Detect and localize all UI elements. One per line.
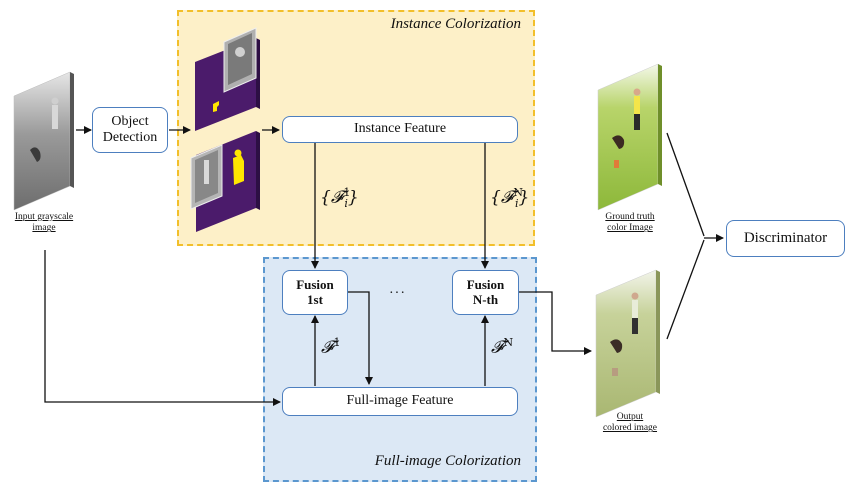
fusion-nth-box[interactable]: Fusion N-th: [452, 270, 519, 315]
output-image-caption: Output colored image: [602, 412, 658, 434]
instance-feature-nth-label: {𝓕Ni}: [490, 186, 530, 211]
input-image-caption: Input grayscale image: [14, 212, 74, 234]
ellipsis: ···: [389, 286, 406, 301]
fusion-first-box[interactable]: Fusion 1st: [282, 270, 348, 315]
instance-region-title: Instance Colorization: [390, 16, 521, 32]
full-region-title: Full-image Colorization: [374, 453, 521, 469]
output-colored-image: [595, 269, 660, 418]
ground-truth-caption: Ground truth color Image: [605, 212, 655, 234]
instance-feature-first-label: {𝓕1i}: [320, 186, 359, 211]
full-image-feature-box[interactable]: Full-image Feature: [282, 387, 518, 416]
connectors: [44, 126, 724, 406]
instance-feature-box[interactable]: Instance Feature: [282, 116, 518, 143]
discriminator-box[interactable]: Discriminator: [726, 220, 845, 257]
ground-truth-image: [597, 63, 662, 211]
full-feature-nth-label: 𝓕N: [491, 336, 514, 358]
full-feature-first-label: 𝓕1: [321, 336, 341, 358]
instance-crop-top: [195, 27, 260, 131]
input-grayscale-image: [13, 71, 74, 211]
object-detection-box[interactable]: Object Detection: [92, 107, 168, 153]
instance-crop-bottom: [190, 131, 260, 232]
